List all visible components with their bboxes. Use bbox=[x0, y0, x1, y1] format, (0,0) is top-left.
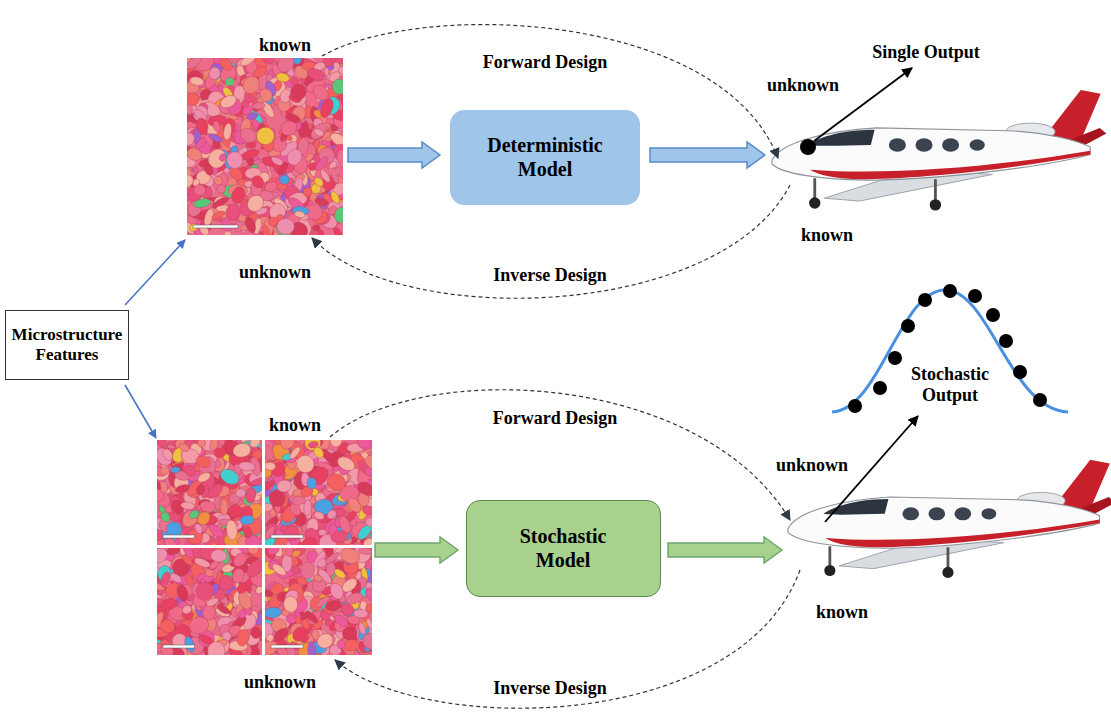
block-arrow bbox=[668, 537, 782, 563]
pointer-line bbox=[125, 240, 185, 305]
feature-box: Microstructure Features bbox=[5, 310, 130, 380]
model-box: Deterministic Model bbox=[450, 110, 640, 205]
grain-map bbox=[187, 58, 343, 235]
annotation: known bbox=[257, 35, 313, 56]
grain-map bbox=[157, 440, 262, 545]
sample-dots bbox=[848, 284, 1047, 413]
annotation: known bbox=[799, 225, 855, 246]
annotation: Inverse Design bbox=[491, 678, 609, 699]
box-label: Deterministic Model bbox=[479, 133, 611, 181]
annotation: Forward Design bbox=[481, 52, 610, 73]
grain-map bbox=[157, 548, 262, 655]
grain-map bbox=[265, 548, 372, 655]
box-label: Microstructure Features bbox=[12, 325, 123, 366]
annotation: known bbox=[267, 415, 323, 436]
annotation: known bbox=[814, 602, 870, 623]
annotation: unknown bbox=[242, 672, 318, 693]
block-arrow bbox=[650, 142, 765, 168]
annotation: Inverse Design bbox=[491, 265, 609, 286]
block-arrow bbox=[348, 142, 440, 168]
annotation: Stochastic Output bbox=[898, 364, 1002, 405]
scale-bar bbox=[193, 225, 238, 228]
pointer-line bbox=[125, 385, 156, 438]
distribution-curve bbox=[832, 290, 1068, 412]
model-box: Stochastic Model bbox=[466, 500, 661, 597]
annotation: Forward Design bbox=[491, 408, 620, 429]
scale-bar bbox=[163, 535, 195, 538]
block-arrow bbox=[375, 537, 458, 563]
grain-map bbox=[265, 440, 372, 545]
microstructure-images bbox=[146, 50, 382, 664]
output-dot bbox=[800, 139, 816, 155]
airplane bbox=[772, 90, 1106, 211]
box-label: Stochastic Model bbox=[495, 524, 632, 572]
annotation: Single Output bbox=[870, 42, 982, 63]
scale-bar bbox=[163, 645, 195, 648]
scale-bar bbox=[271, 645, 303, 648]
airplane bbox=[788, 460, 1111, 578]
annotation: unknown bbox=[237, 262, 313, 283]
annotation: unknown bbox=[765, 75, 841, 96]
scale-bar bbox=[271, 535, 303, 538]
annotation: unknown bbox=[774, 455, 850, 476]
